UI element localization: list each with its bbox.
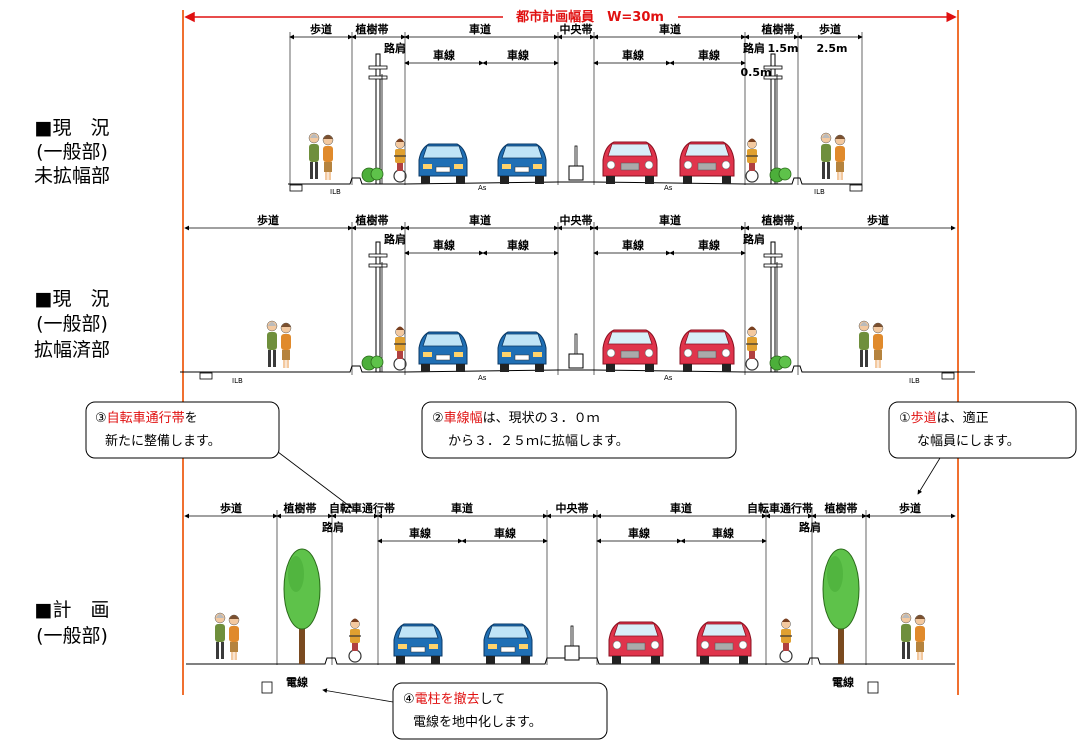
s3-label-lane-4: 車線 [712,526,734,540]
section2-label-line1: ■現 況 [35,288,110,310]
note-lane-width: ②車線幅は、現状の３．０ｍ から３．２５ｍに拡幅します。 [421,401,737,459]
s2-label-roadway-left: 車道 [469,213,491,227]
section2-label-line3: 拡幅済部 [34,339,110,361]
svg-text:電線を地中化します。: 電線を地中化します。 [413,714,542,730]
s2-label-as-right: As [664,374,673,382]
section3-label-line2: (一般部) [36,625,108,647]
s2-label-lane-3: 車線 [622,238,644,252]
section2-label-line2: (一般部) [36,313,108,335]
svg-text:から３．２５ｍに拡幅します。: から３．２５ｍに拡幅します。 [448,434,629,449]
s1-label-shoulder-right: 路肩 [743,41,765,55]
s2-label-lane-4: 車線 [698,238,720,252]
s3-label-roadway-right: 車道 [670,501,692,515]
svg-text:①歩道は、適正: ①歩道は、適正 [899,410,989,426]
s2-label-shoulder-left: 路肩 [384,232,406,246]
s2-label-lane-2: 車線 [507,238,529,252]
s3-label-shoulder-right: 路肩 [799,520,821,534]
svg-text:新たに整備します。: 新たに整備します。 [105,433,221,449]
s3-label-sidewalk-right: 歩道 [899,501,921,515]
section2-cross-section: 歩道 植樹帯 車道 中央帯 車道 植樹帯 歩道 車線 車線 車線 車線 路肩 路… [180,213,975,385]
s3-label-planting-left: 植樹帯 [283,501,317,515]
s1-label-lane-2: 車線 [507,48,529,62]
section1-label-line1: ■現 況 [35,117,110,139]
s2-label-planting-left: 植樹帯 [355,213,389,227]
s1-label-roadway-right: 車道 [659,22,681,36]
s1-label-ilb-right: ILB [814,188,825,196]
s3-label-lane-1: 車線 [409,526,431,540]
section1-label-line3: 未拡幅部 [34,165,110,187]
plan-width-title: 都市計画幅員 W=30m [515,9,664,25]
s1-label-sidewalk-left: 歩道 [310,22,332,36]
s2-label-roadway-right: 車道 [659,213,681,227]
s3-label-cable-left: 電線 [286,675,308,689]
s2-label-median: 中央帯 [560,213,593,227]
s2-label-ilb-right: ILB [909,377,920,385]
section1-cross-section: 歩道 植樹帯 車道 中央帯 車道 植樹帯 歩道 車線 車線 車線 車線 路肩 路… [288,22,863,196]
s2-label-planting-right: 植樹帯 [761,213,795,227]
s3-label-roadway-left: 車道 [451,501,473,515]
s2-label-as-left: As [478,374,487,382]
section1-label-line2: (一般部) [36,141,108,163]
s1-label-lane-3: 車線 [622,48,644,62]
s1-label-lane-1: 車線 [433,48,455,62]
s3-label-lane-3: 車線 [628,526,650,540]
svg-text:③自転車通行帯を: ③自転車通行帯を [95,411,198,426]
s3-label-bikelane-right: 自転車通行帯 [747,501,813,515]
svg-text:②車線幅は、現状の３．０ｍ: ②車線幅は、現状の３．０ｍ [432,410,600,426]
section3-cross-section: 歩道 植樹帯 自転車通行帯 車道 中央帯 車道 自転車通行帯 植樹帯 歩道 車線… [184,501,956,694]
s2-label-shoulder-right: 路肩 [743,232,765,246]
s1-label-roadway-left: 車道 [469,22,491,36]
section3-label-line1: ■計 画 [35,599,110,621]
s1-label-planting-left: 植樹帯 [355,22,389,36]
s1-label-shoulder-left: 路肩 [384,41,406,55]
s1-label-ilb-left: ILB [330,188,341,196]
svg-text:④電柱を撤去して: ④電柱を撤去して [403,691,505,707]
s3-label-cable-right: 電線 [832,675,854,689]
s1-label-width-1-5m: 1.5m [768,42,799,55]
s1-label-width-2-5m: 2.5m [817,42,848,55]
s2-label-ilb-left: ILB [232,377,243,385]
s1-label-planting-right: 植樹帯 [761,22,795,36]
s3-label-sidewalk-left: 歩道 [220,501,242,515]
s1-label-sidewalk-right: 歩道 [819,22,841,36]
s1-label-median: 中央帯 [560,22,593,36]
s3-label-median: 中央帯 [556,501,589,515]
note-bike-lane: ③自転車通行帯を 新たに整備します。 [85,401,353,509]
s2-label-sidewalk-left: 歩道 [257,213,279,227]
s2-label-lane-1: 車線 [433,238,455,252]
note-sidewalk: ①歩道は、適正 な幅員にします。 [888,401,1077,495]
s3-label-planting-right: 植樹帯 [824,501,858,515]
s1-label-as-right: As [664,184,673,192]
svg-text:な幅員にします。: な幅員にします。 [917,434,1020,449]
s3-label-lane-2: 車線 [494,526,516,540]
s3-label-bikelane-left: 自転車通行帯 [329,501,395,515]
s1-label-lane-4: 車線 [698,48,720,62]
s2-label-sidewalk-right: 歩道 [867,213,889,227]
note-pole-removal: ④電柱を撤去して 電線を地中化します。 [322,682,608,740]
s3-label-shoulder-left: 路肩 [322,520,344,534]
s1-label-as-left: As [478,184,487,192]
